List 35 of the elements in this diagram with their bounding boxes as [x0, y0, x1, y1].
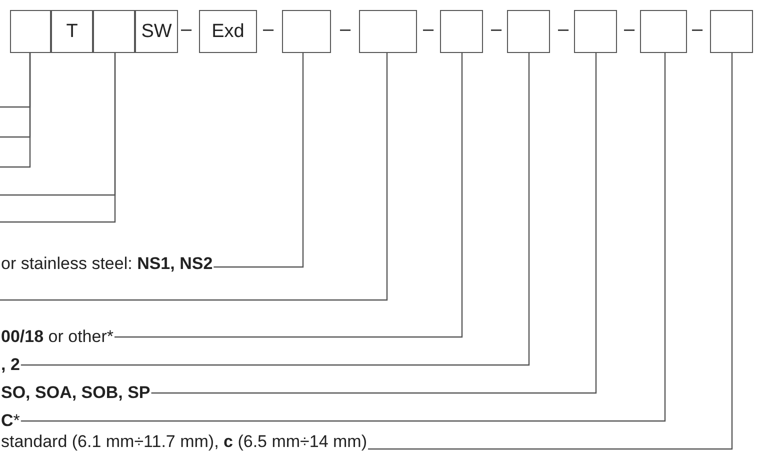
code-box: Exd [199, 10, 257, 53]
separator-dash: – [263, 19, 274, 41]
leader-line [0, 53, 388, 301]
option-text: C* [1, 411, 20, 430]
leader-line [368, 53, 733, 450]
code-box [93, 10, 135, 53]
code-box [640, 10, 687, 53]
separator-dash: – [340, 19, 351, 41]
leader-line [114, 53, 463, 338]
separator-dash: – [624, 19, 635, 41]
separator-dash: – [491, 19, 502, 41]
code-box: SW [135, 10, 178, 53]
code-box [507, 10, 550, 53]
option-text: or stainless steel: NS1, NS2 [1, 254, 213, 273]
code-box [574, 10, 617, 53]
leader-line [20, 53, 666, 422]
code-box [440, 10, 483, 53]
leader-line [20, 53, 530, 366]
leader-line [0, 53, 116, 223]
leader-line [0, 53, 31, 168]
separator-dash: – [692, 19, 703, 41]
leader-line [151, 53, 597, 394]
separator-dash: – [423, 19, 434, 41]
code-box [359, 10, 417, 53]
code-box [10, 10, 51, 53]
separator-dash: – [181, 19, 192, 41]
option-text: 00/18 or other* [1, 327, 114, 346]
separator-dash: – [558, 19, 569, 41]
option-text: standard (6.1 mm÷11.7 mm), c (6.5 mm÷14 mm) [1, 432, 368, 451]
leader-line [214, 53, 304, 268]
option-text: , 2 [1, 355, 20, 374]
code-box: T [51, 10, 93, 53]
option-text: SO, SOA, SOB, SP [1, 383, 150, 402]
code-box [282, 10, 331, 53]
code-box [710, 10, 753, 53]
